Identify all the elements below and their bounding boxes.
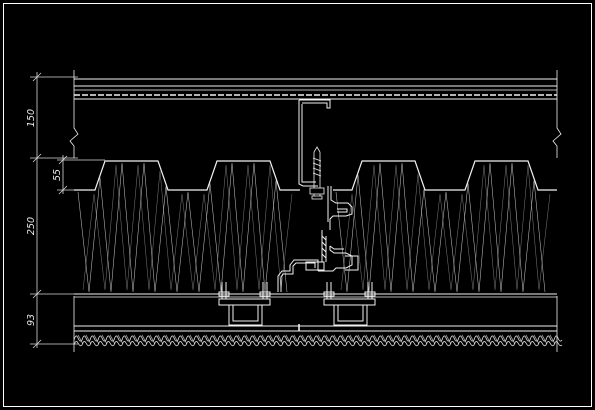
fixing-screw (309, 146, 325, 200)
lower-fixing-profile (277, 230, 359, 292)
top-deck-layers (74, 78, 557, 100)
dimension-55: 55 (52, 169, 63, 181)
connector-clip (318, 186, 353, 272)
drawing-frame (3, 3, 592, 407)
z-purlin (298, 99, 331, 187)
break-lines (69, 70, 562, 352)
insulation-fill (77, 162, 551, 293)
liner-lines (74, 293, 557, 298)
hat-channel-right (323, 282, 376, 326)
dimension-chain (30, 72, 105, 349)
dimension-150: 150 (26, 109, 37, 127)
dimension-250: 250 (26, 217, 37, 235)
hat-channel-left (218, 282, 271, 326)
bottom-wave-layer (73, 334, 563, 347)
ceiling-board (74, 324, 557, 332)
trapezoidal-sheet-profile (74, 160, 557, 191)
dimension-93: 93 (26, 314, 37, 326)
